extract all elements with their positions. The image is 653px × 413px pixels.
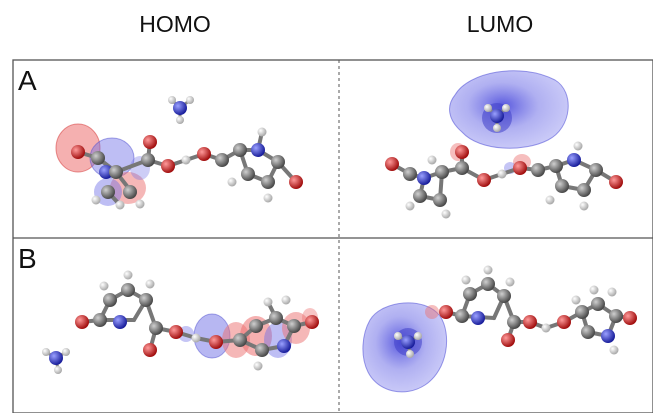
ammonia-b-lumo [394, 332, 422, 358]
panel-grid [12, 59, 653, 413]
header-homo: HOMO [139, 11, 211, 37]
panel-b-homo [42, 270, 319, 374]
header-lumo: LUMO [467, 11, 533, 37]
row-label-b: B [18, 243, 37, 274]
row-label-a: A [18, 65, 37, 96]
panel-a-lumo [385, 70, 623, 219]
panel-b-lumo [362, 265, 637, 393]
lumo-orbital-a [449, 70, 569, 174]
panel-a-homo [55, 96, 303, 210]
ammonia-b-homo [42, 348, 70, 374]
ammonia-a-lumo [484, 104, 510, 132]
ammonia-a-homo [168, 96, 194, 124]
